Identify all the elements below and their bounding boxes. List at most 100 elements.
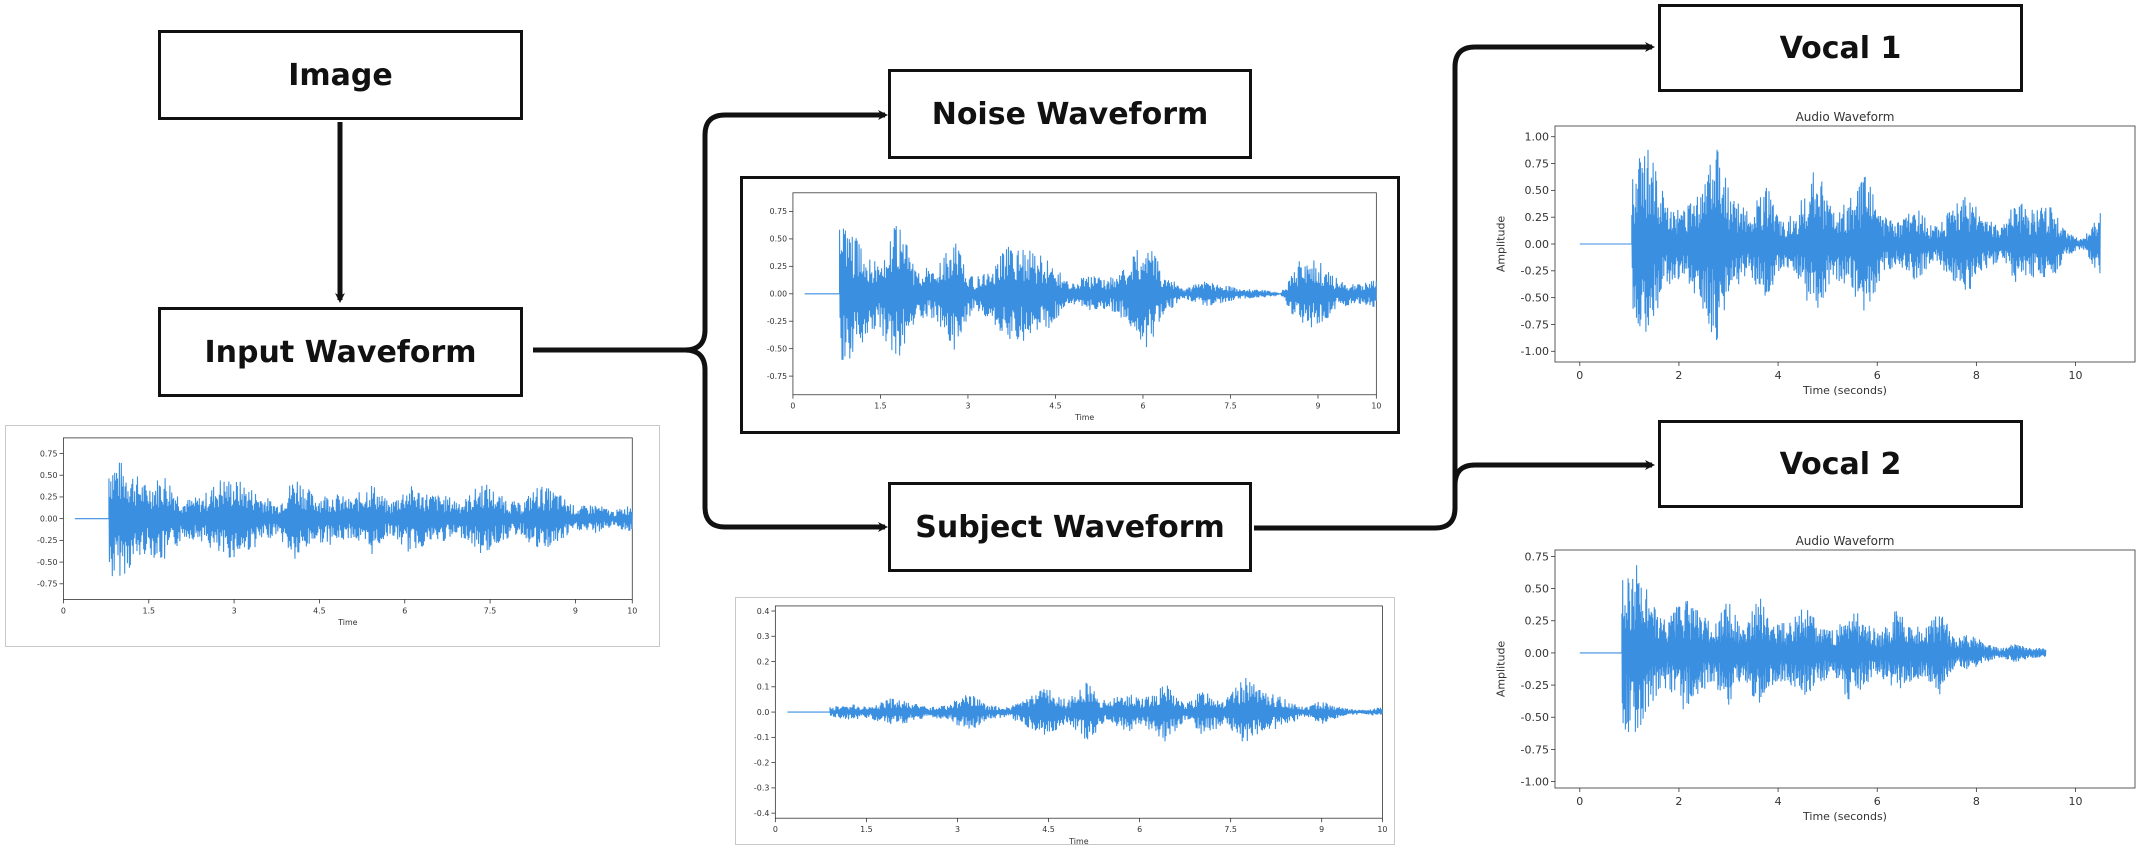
input-waveform-box-label: Input Waveform [204,334,477,370]
x-axis-label: Time [337,618,357,627]
vocal-2-svg: Audio Waveform0.750.500.250.00-0.25-0.50… [1494,534,2136,823]
x-tick-label: 10 [1377,825,1387,834]
y-tick-label: 0.75 [40,449,58,458]
x-tick-label: 4.5 [313,606,326,615]
vocal-1-svg: Audio Waveform 1.00 0.75 0.50 0.25 0.00 -0.25 -… [1494,110,2136,397]
y-tick-label: 0.0 [757,708,770,717]
y-tick-label: 0.75 [1525,550,1550,563]
x-tick-label: 4.5 [1042,825,1055,834]
y-tick-label: -0.50 [1521,711,1549,724]
x-tick-label: 7.5 [1224,401,1236,410]
x-axis-label: Time [1068,837,1089,844]
x-tick-label: 4 [1775,369,1782,382]
x-tick-label: 10 [2069,369,2083,382]
plot-title: Audio Waveform [1796,110,1895,124]
x-tick-label: 2 [1675,795,1682,808]
x-tick-label: 0 [1576,369,1583,382]
arrow-subject-to-vocal1 [1254,42,1655,531]
x-tick-label: 6 [402,606,407,615]
x-tick-label: 10 [2069,795,2083,808]
x-tick-label: 7.5 [1224,825,1237,834]
vocal-2-box: Vocal 2 [1658,420,2023,508]
y-tick-label: 0.50 [770,235,787,244]
x-tick-label: 9 [573,606,578,615]
vocal-1-plot: Audio Waveform 1.00 0.75 0.50 0.25 0.00 -0.25 -… [1490,108,2140,405]
waveform-line [787,677,1383,742]
waveform-line [1579,565,2047,733]
y-tick-label: 1.00 [1525,131,1550,144]
noise-waveform-box-label: Noise Waveform [931,96,1209,132]
y-tick-label: -1.00 [1521,775,1549,788]
vocal-2-box-label: Vocal 2 [1779,446,1902,482]
image-box-label: Image [288,57,393,93]
x-axis-label: Time [1074,413,1094,422]
x-tick-label: 4 [1775,795,1782,808]
x-tick-label: 10 [627,606,637,615]
y-tick-label: 0.4 [757,607,770,616]
y-tick-label: 0.50 [1525,184,1550,197]
y-tick-label: -0.50 [1521,291,1549,304]
y-tick-label: -0.25 [1521,265,1549,278]
y-axis-label: Amplitude [1494,216,1507,273]
waveform-line [1579,149,2101,341]
x-tick-label: 4.5 [1049,401,1061,410]
y-tick-label: 0.25 [770,262,787,271]
x-tick-label: 1.5 [142,606,155,615]
y-tick-label: -0.25 [767,317,787,326]
x-tick-label: 3 [232,606,237,615]
y-tick-label: 0.00 [770,290,787,299]
x-axis-label: Time (seconds) [1802,810,1887,823]
x-tick-label: 0 [773,825,778,834]
x-tick-label: 0 [790,401,795,410]
y-tick-label: 0.2 [757,657,770,666]
plot-frame [1554,549,2136,789]
y-tick-label: 0.00 [1525,647,1550,660]
arrow-subject-to-vocal2 [1452,460,1655,488]
y-axis-label: Amplitude [1494,641,1507,698]
y-tick-label: 0.25 [1525,211,1550,224]
y-tick-label: -0.4 [754,809,769,818]
y-tick-label: -0.2 [754,758,769,767]
waveform-line [804,225,1377,360]
x-tick-label: 6 [1140,401,1145,410]
subject-waveform-box-label: Subject Waveform [915,509,1225,545]
y-tick-label: 0.50 [40,471,58,480]
y-tick-label: -0.3 [754,784,769,793]
y-tick-label: -0.75 [1521,743,1549,756]
x-tick-label: 1.5 [860,825,873,834]
x-tick-label: 2 [1675,369,1682,382]
y-tick-label: -0.50 [767,344,787,353]
arrow-input-to-subject [684,347,888,532]
x-tick-label: 7.5 [484,606,497,615]
x-tick-label: 0 [61,606,66,615]
x-axis-label: Time (seconds) [1802,384,1887,397]
plot-title: Audio Waveform [1796,534,1895,548]
x-tick-label: 8 [1973,795,1980,808]
y-tick-label: 0.75 [1525,157,1550,170]
x-tick-label: 3 [965,401,970,410]
noise-waveform-box: Noise Waveform [888,69,1252,159]
y-tick-label: 0.25 [1525,615,1550,628]
y-tick-label: 0.1 [757,683,770,692]
x-tick-label: 9 [1319,825,1324,834]
y-tick-label: -0.75 [1521,318,1549,331]
y-tick-label: 0.25 [40,493,58,502]
y-tick-label: -0.75 [37,580,57,589]
subject-waveform-box: Subject Waveform [888,482,1252,572]
vocal-1-box: Vocal 1 [1658,4,2023,92]
x-tick-label: 6 [1874,795,1881,808]
x-tick-label: 3 [955,825,960,834]
x-tick-label: 10 [1371,401,1381,410]
y-tick-label: -0.25 [37,536,57,545]
y-tick-label: 0.00 [1525,238,1550,251]
x-tick-label: 0 [1576,795,1583,808]
y-tick-label: 0.75 [770,207,787,216]
x-tick-label: 8 [1973,369,1980,382]
y-tick-label: -0.75 [767,372,787,381]
